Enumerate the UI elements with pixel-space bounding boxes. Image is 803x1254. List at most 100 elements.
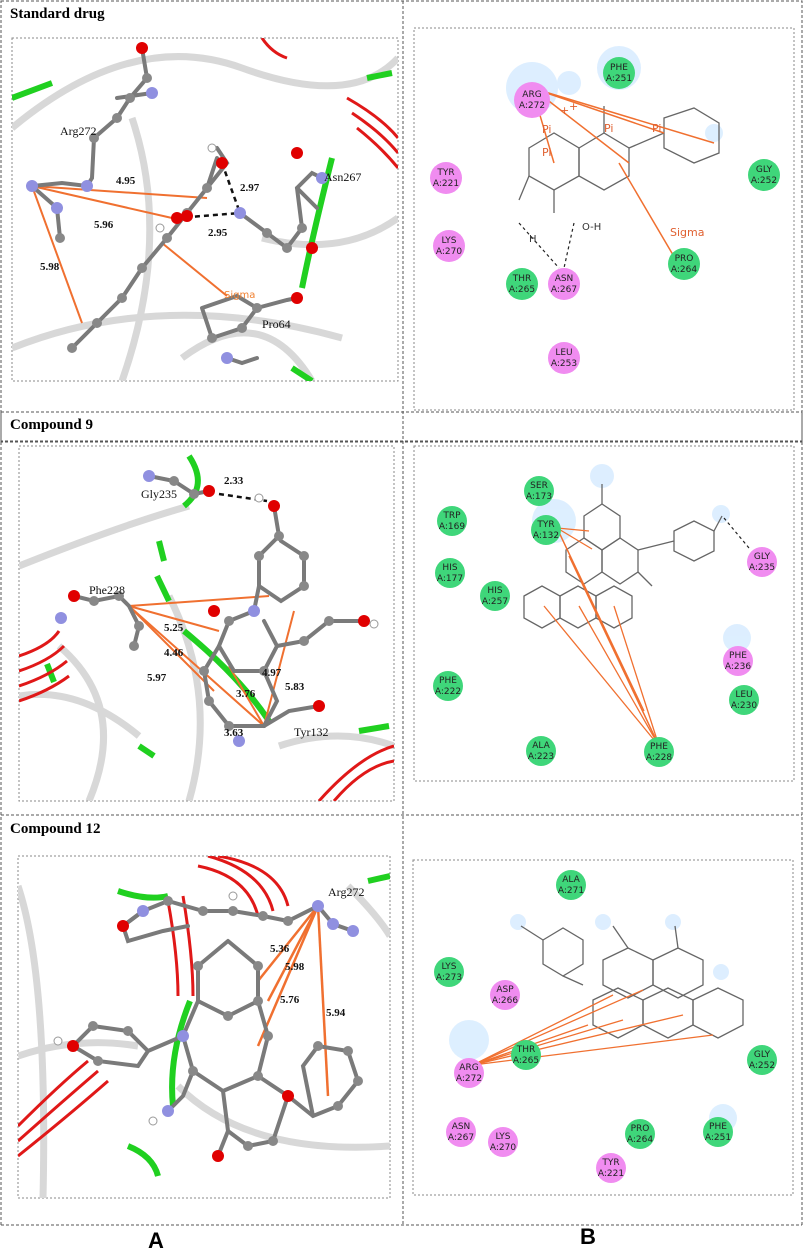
dist-c9-1: 2.33 [224, 475, 244, 487]
label-phe228: Phe228 [89, 583, 125, 597]
plus-label-1: + [560, 104, 569, 117]
h-label: H [529, 234, 537, 245]
svg-text:HIS: HIS [487, 586, 502, 596]
svg-text:A:252: A:252 [749, 1061, 775, 1071]
svg-text:A:252: A:252 [751, 176, 777, 186]
svg-text:LYS: LYS [441, 236, 456, 246]
svg-text:ASN: ASN [452, 1122, 471, 1132]
svg-text:A:267: A:267 [551, 285, 577, 295]
svg-text:A:235: A:235 [749, 563, 775, 573]
svg-text:LEU: LEU [555, 348, 572, 358]
svg-text:GLY: GLY [754, 552, 771, 562]
label-asn267: Asn267 [324, 170, 361, 184]
svg-text:A:266: A:266 [492, 996, 518, 1006]
dist-5: 5.98 [40, 261, 60, 273]
svg-text:ASP: ASP [496, 985, 514, 995]
svg-text:A:273: A:273 [436, 973, 462, 983]
sigma-label: Sigma [670, 226, 704, 239]
svg-text:A:267: A:267 [448, 1133, 474, 1143]
svg-text:A:257: A:257 [482, 597, 508, 607]
panel-letter-a: A [148, 1228, 164, 1253]
svg-text:A:265: A:265 [513, 1056, 539, 1066]
label-arg272-c12: Arg272 [328, 885, 364, 899]
svg-text:A:223: A:223 [528, 752, 554, 762]
row-title-standard-drug: Standard drug [10, 6, 105, 22]
compound-9-3d-view: Gly235 Phe228 Tyr132 2.33 5.25 4.46 5.97… [19, 454, 394, 801]
oh-label: O-H [582, 222, 601, 233]
dist-c12-2: 5.98 [285, 961, 305, 973]
pi-label-4: Pi [652, 122, 661, 135]
svg-text:ARG: ARG [522, 90, 541, 100]
dist-c9-3: 4.46 [164, 647, 184, 659]
dist-c12-4: 5.94 [326, 1007, 346, 1019]
row-title-compound-12: Compound 12 [10, 821, 101, 837]
svg-text:A:169: A:169 [439, 522, 465, 532]
dist-c9-7: 5.83 [285, 681, 305, 693]
svg-text:A:236: A:236 [725, 662, 751, 672]
standard-drug-3d-view: Arg272 Asn267 Pro64 4.95 2.97 5.96 2.95 … [12, 38, 398, 381]
svg-text:A:253: A:253 [551, 359, 577, 369]
dist-c9-2: 5.25 [164, 622, 184, 634]
dist-c12-3: 5.76 [280, 994, 300, 1006]
svg-text:A:173: A:173 [526, 492, 552, 502]
svg-text:ALA: ALA [532, 741, 550, 751]
plus-label-2: + [569, 100, 578, 113]
label-arg272: Arg272 [60, 124, 96, 138]
svg-text:LEU: LEU [735, 690, 752, 700]
svg-text:A:221: A:221 [598, 1169, 624, 1179]
svg-text:TYR: TYR [601, 1158, 619, 1168]
compound-12-3d-view: Arg272 5.36 5.98 5.76 5.94 [18, 856, 390, 1198]
pi-label-1: Pi [542, 123, 551, 136]
svg-text:A:222: A:222 [435, 687, 461, 697]
svg-text:LYS: LYS [441, 962, 456, 972]
svg-text:A:264: A:264 [671, 265, 697, 275]
svg-text:A:264: A:264 [627, 1135, 653, 1145]
svg-text:PHE: PHE [610, 63, 628, 73]
svg-text:TYR: TYR [536, 520, 554, 530]
svg-text:GLY: GLY [754, 1050, 771, 1060]
svg-text:PHE: PHE [729, 651, 747, 661]
svg-text:PHE: PHE [439, 676, 457, 686]
label-tyr132: Tyr132 [294, 725, 329, 739]
svg-text:PRO: PRO [631, 1124, 650, 1134]
svg-text:A:177: A:177 [437, 574, 463, 584]
svg-text:THR: THR [512, 274, 532, 284]
label-sigma: Sigma [224, 290, 255, 301]
svg-text:A:221: A:221 [433, 179, 459, 189]
panel-letter-b: B [580, 1224, 596, 1249]
dist-c9-5: 4.97 [262, 667, 282, 679]
label-pro64: Pro64 [262, 317, 291, 331]
svg-text:PHE: PHE [650, 742, 668, 752]
dist-c9-6: 3.76 [236, 688, 256, 700]
svg-text:A:265: A:265 [509, 285, 535, 295]
dist-1: 4.95 [116, 175, 136, 187]
svg-text:A:251: A:251 [705, 1133, 731, 1143]
svg-text:ASN: ASN [555, 274, 574, 284]
svg-text:A:230: A:230 [731, 701, 757, 711]
svg-text:THR: THR [516, 1045, 536, 1055]
